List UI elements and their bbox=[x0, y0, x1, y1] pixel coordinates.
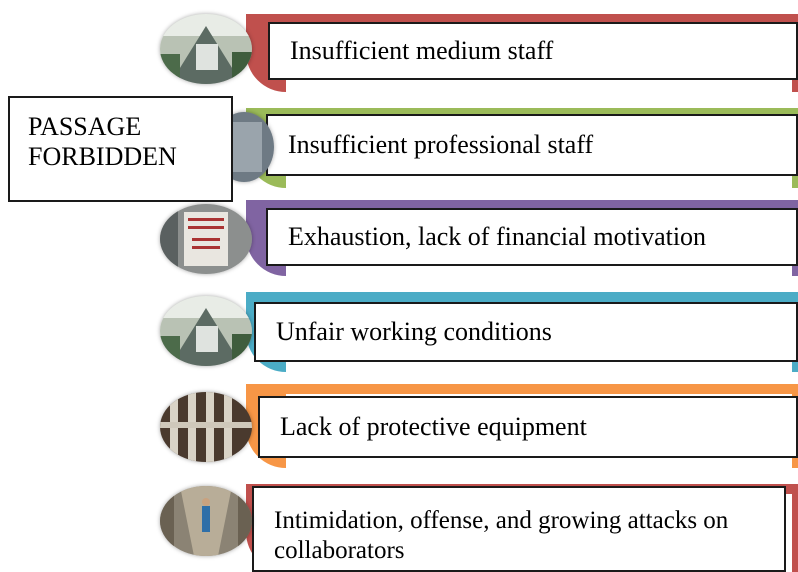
list-item: Insufficient professional staff bbox=[0, 108, 798, 188]
item-label: Insufficient medium staff bbox=[290, 36, 554, 65]
item-label-box: Insufficient medium staff bbox=[268, 22, 798, 80]
item-label-box: Lack of protective equipment bbox=[258, 396, 798, 458]
list-item: Insufficient medium staff bbox=[0, 14, 798, 92]
prison-corridor-photo bbox=[160, 486, 252, 556]
building-entrance-photo bbox=[160, 296, 252, 366]
item-label: Unfair working conditions bbox=[276, 317, 552, 346]
item-label: Exhaustion, lack of financial motivation bbox=[288, 222, 707, 251]
building-entrance-photo bbox=[160, 14, 252, 84]
warning-sign-photo bbox=[160, 204, 252, 274]
callout-line: PASSAGE bbox=[28, 112, 142, 141]
item-label-box: Exhaustion, lack of financial motivation bbox=[266, 208, 798, 266]
item-label: Lack of protective equipment bbox=[280, 412, 587, 441]
item-label: Intimidation, offense, and growing attac… bbox=[274, 507, 729, 564]
item-label-box: Insufficient professional staff bbox=[266, 114, 798, 176]
prison-bars-photo bbox=[160, 392, 252, 462]
list-item: Exhaustion, lack of financial motivation bbox=[0, 200, 798, 276]
item-label: Insufficient professional staff bbox=[288, 130, 594, 159]
callout-line: FORBIDDEN bbox=[28, 142, 177, 171]
item-label-box: Unfair working conditions bbox=[254, 302, 798, 362]
passage-forbidden-callout: PASSAGE FORBIDDEN bbox=[8, 96, 233, 202]
item-label-box: Intimidation, offense, and growing attac… bbox=[252, 486, 786, 572]
list-item: Lack of protective equipment bbox=[0, 384, 798, 468]
list-item: Intimidation, offense, and growing attac… bbox=[0, 484, 798, 572]
list-item: Unfair working conditions bbox=[0, 292, 798, 372]
